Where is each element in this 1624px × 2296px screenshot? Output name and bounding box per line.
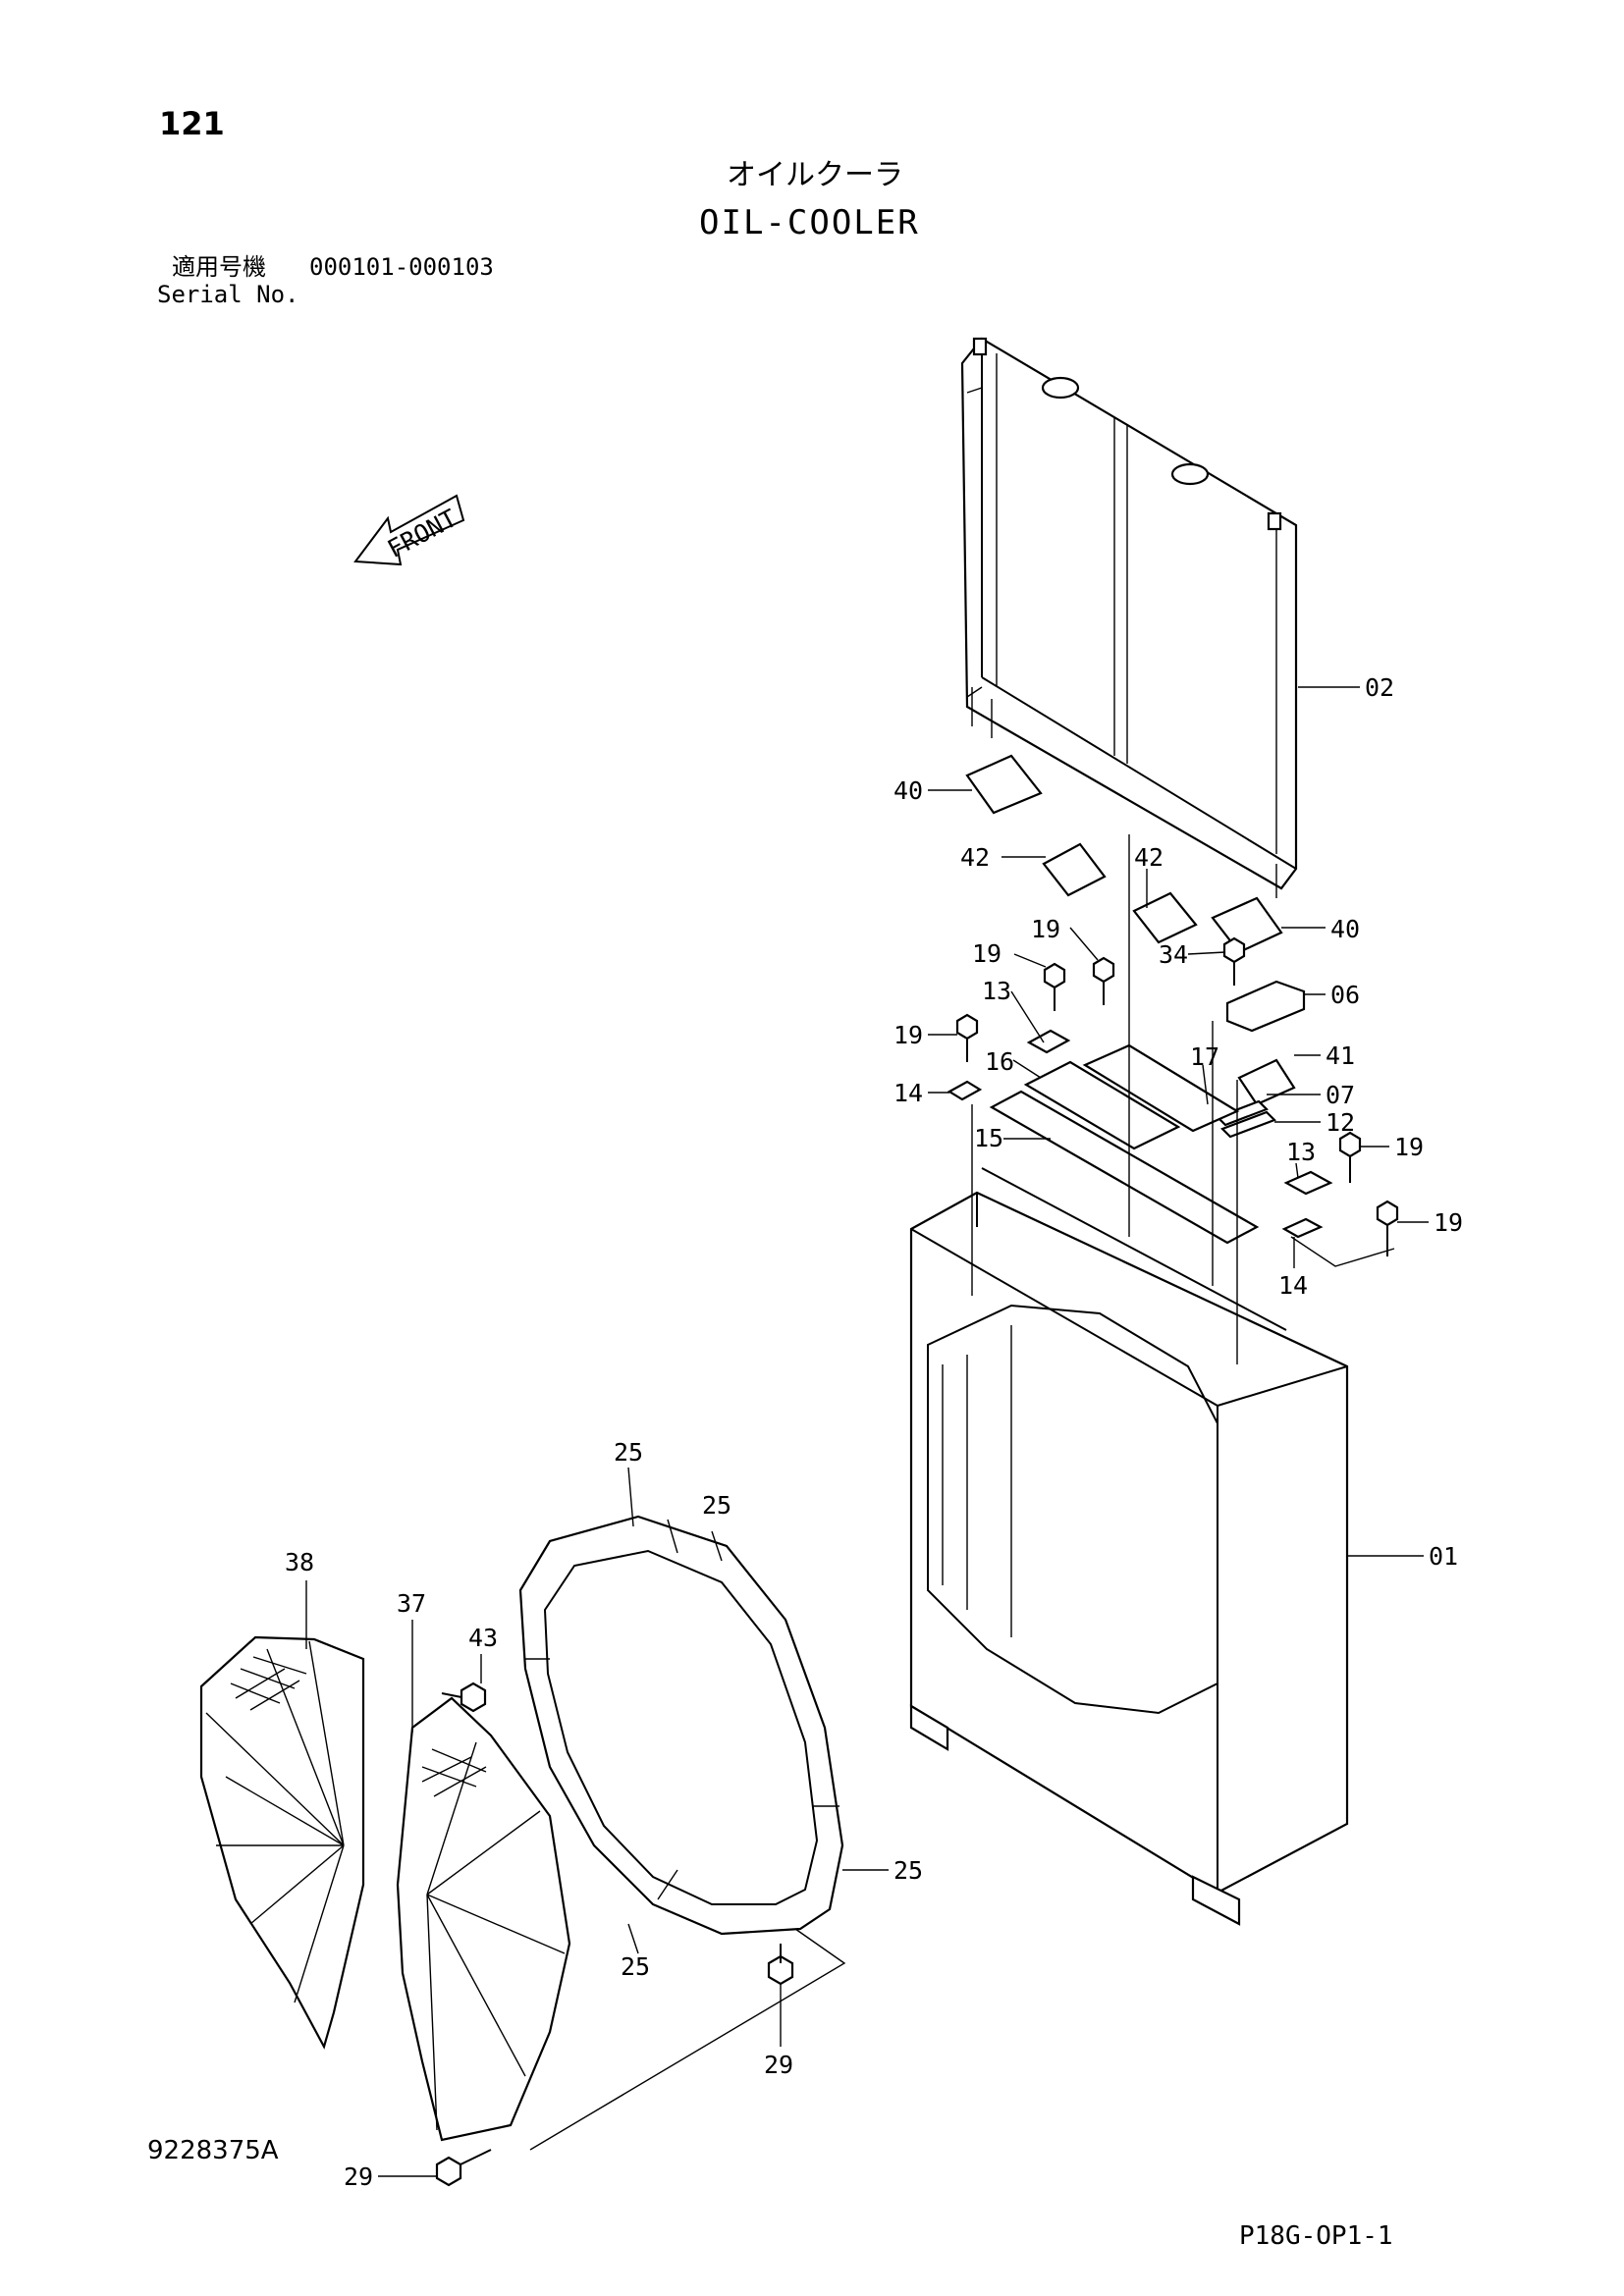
callout-29: 29 (764, 2051, 793, 2079)
callout-19: 19 (1394, 1133, 1424, 1161)
serial-range: 000101-000103 (309, 253, 494, 281)
callout-25: 25 (893, 1856, 923, 1885)
callout-02: 02 (1365, 673, 1394, 702)
bolt-icon (435, 2149, 492, 2187)
page-number: 121 (159, 105, 225, 142)
oil-cooler-core (960, 337, 1298, 898)
drawing-number: 9228375A (147, 2136, 279, 2165)
callout-17: 17 (1190, 1042, 1219, 1071)
callout-37: 37 (397, 1589, 426, 1618)
serial-label-japanese: 適用号機 (172, 253, 266, 281)
bolt-icon (441, 1682, 487, 1713)
bolts (955, 936, 1399, 1256)
callout-42: 42 (960, 843, 990, 872)
bolt-icon (1338, 1131, 1362, 1183)
mount-pads (965, 754, 1283, 954)
title-english: OIL-COOLER (699, 203, 920, 242)
callout-41: 41 (1326, 1041, 1355, 1070)
bolt-icon (955, 1013, 979, 1062)
callout-labels: 02 40 42 42 40 19 19 34 06 13 19 41 16 1… (285, 673, 1463, 2191)
callout-29: 29 (344, 2163, 373, 2191)
callout-12: 12 (1326, 1108, 1355, 1137)
callout-13: 13 (1286, 1138, 1316, 1166)
callout-19: 19 (1031, 915, 1060, 943)
bolt-icon (1043, 962, 1066, 1011)
fan-guard-left (199, 1635, 365, 2050)
callout-42: 42 (1134, 843, 1164, 872)
title-japanese: オイルクーラ (727, 158, 903, 192)
bolt-icon (1376, 1200, 1399, 1256)
callout-19: 19 (972, 939, 1001, 968)
bolt-icon (1092, 956, 1115, 1005)
front-arrow-icon: FRONT (353, 494, 465, 566)
small-bolts (435, 1682, 794, 2187)
callout-40: 40 (1330, 915, 1360, 943)
serial-label-english: Serial No. (157, 281, 299, 308)
callout-25: 25 (702, 1491, 731, 1520)
page-code: P18G-OP1-1 (1239, 2221, 1393, 2251)
callout-16: 16 (985, 1047, 1014, 1076)
leader-lines (305, 686, 1429, 2177)
callout-06: 06 (1330, 981, 1360, 1009)
callout-34: 34 (1159, 940, 1188, 969)
callout-14: 14 (893, 1079, 923, 1107)
callout-43: 43 (468, 1624, 498, 1652)
callout-25: 25 (614, 1438, 643, 1467)
callout-07: 07 (1326, 1081, 1355, 1109)
bolt-icon (767, 1944, 794, 1986)
brackets-and-plates (947, 980, 1333, 1245)
callout-38: 38 (285, 1548, 314, 1576)
callout-14: 14 (1278, 1271, 1308, 1300)
callout-01: 01 (1429, 1542, 1458, 1571)
bolt-icon (1222, 936, 1246, 986)
callout-25: 25 (621, 1952, 650, 1981)
fan-guard-right (396, 1696, 571, 2142)
shroud-ring (518, 1515, 844, 1936)
callout-13: 13 (982, 977, 1011, 1005)
callout-15: 15 (974, 1124, 1003, 1152)
callout-19: 19 (893, 1021, 923, 1049)
callout-40: 40 (893, 776, 923, 805)
front-label: FRONT (383, 504, 461, 563)
radiator-frame (909, 1167, 1349, 1926)
callout-19: 19 (1434, 1208, 1463, 1237)
